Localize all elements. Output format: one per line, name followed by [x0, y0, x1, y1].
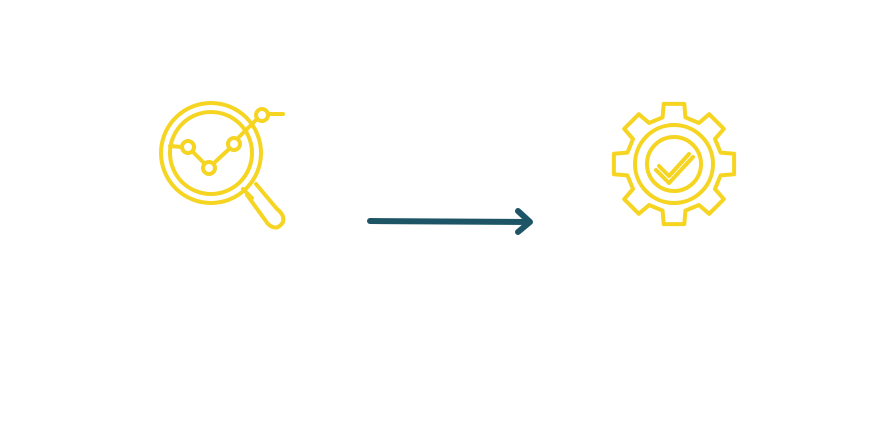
magnifier-analytics-icon — [152, 98, 292, 233]
gear-check-icon — [606, 96, 744, 234]
arrow-right-icon — [360, 202, 545, 242]
